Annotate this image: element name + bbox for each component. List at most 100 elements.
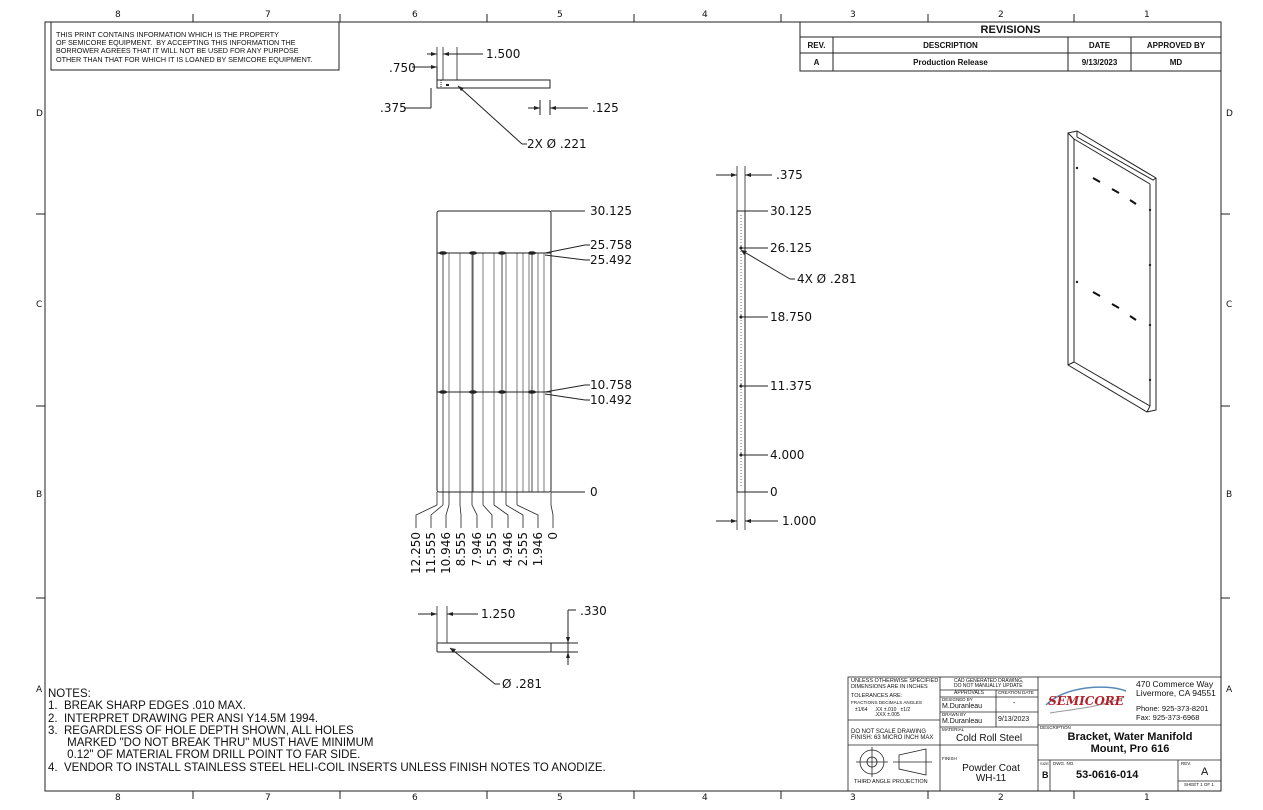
side-hole-callout: 4X Ø .281 (797, 272, 857, 286)
notes-block: NOTES: 1. BREAK SHARP EDGES .010 MAX. 2.… (48, 688, 606, 774)
top-view (404, 47, 588, 145)
zone-row-label: D (1226, 109, 1233, 119)
side-view (716, 166, 795, 530)
iso-hole (1148, 263, 1152, 267)
note-line: 4. VENDOR TO INSTALL STAINLESS STEEL HEL… (48, 761, 606, 774)
zone-column-label: 6 (412, 793, 418, 803)
dim-front-bottom: 1.946 (531, 532, 545, 566)
top-hole-callout: 2X Ø .221 (527, 137, 587, 151)
iso-hole (1075, 166, 1079, 170)
tb-description: Bracket, Water Manifold Mount, Pro 616 (1067, 731, 1193, 755)
third-angle-symbol-icon (856, 747, 932, 777)
rev-row-approved: MD (1169, 57, 1183, 67)
zone-column-label: 8 (115, 793, 121, 803)
tb-scale-note: DO NOT SCALE DRAWING FINISH: 63 MICRO IN… (851, 729, 934, 742)
hole-mark (528, 251, 536, 255)
zone-column-label: 7 (265, 793, 271, 803)
dim-side: 30.125 (770, 204, 812, 218)
dim-leader (459, 504, 462, 528)
dim-front-bottom: 4.946 (501, 532, 515, 566)
arrowheads (431, 52, 751, 658)
zone-row-label: B (1226, 490, 1233, 500)
tb-tol-values: ±1/64 .XX ±.010 ±1/2 .XXX ±.005 (855, 707, 911, 719)
tb-size: B (1042, 770, 1049, 780)
tb-sheet: SHEET 1 OF 1 (1184, 782, 1214, 787)
tb-finish: Powder Coat WH-11 (962, 763, 1020, 784)
iso-hole (1148, 323, 1152, 327)
dim-side-bottom: 1.000 (782, 514, 817, 528)
hole-mark (469, 251, 477, 255)
side-hole-mark (739, 246, 743, 250)
zone-column-label: 8 (115, 10, 121, 20)
dim-front-bottom: 8.555 (454, 532, 468, 566)
tb-cad-note: CAD GENERATED DRAWING, DO NOT MANUALLY U… (954, 678, 1024, 690)
tb-dwg-no: 53-0616-014 (1076, 769, 1139, 781)
tb-creation-date: CREATION DATE (998, 690, 1034, 695)
rev-header-approved: APPROVED BY (1146, 40, 1206, 50)
dim-front-bottom: 2.555 (516, 532, 530, 566)
proprietary-notice: THIS PRINT CONTAINS INFORMATION WHICH IS… (56, 30, 313, 64)
zone-column-label: 5 (557, 793, 563, 803)
tb-designed-date: - (1013, 700, 1016, 707)
iso-slot (1092, 177, 1101, 183)
dim-side: 18.750 (770, 310, 812, 324)
dim-front-bottom: 5.555 (485, 532, 499, 566)
iso-slot (1092, 291, 1101, 297)
tb-projection: THIRD ANGLE PROJECTION (854, 779, 928, 785)
tb-finish-label: FINISH (942, 756, 957, 761)
tb-drawn-by: M.Duranleau (942, 718, 983, 725)
dim-bottom-width: 1.250 (481, 607, 516, 621)
hole-mark (469, 390, 477, 394)
note-line: 2. INTERPRET DRAWING PER ANSI Y14.5M 199… (48, 712, 319, 725)
tb-tol-headers: FRACTIONS DECIMALS ANGLES (851, 700, 922, 705)
dim-side-thickness: .375 (776, 168, 803, 182)
zone-row-label: B (36, 490, 43, 500)
dim-leader (493, 504, 509, 528)
title-block-lines (847, 676, 1222, 792)
dim-side: 4.000 (770, 448, 805, 462)
semicore-logo-swoosh (1045, 686, 1127, 714)
zone-column-label: 4 (702, 10, 708, 20)
hole-mark (439, 251, 447, 255)
zone-column-label: 6 (412, 10, 418, 20)
dim-top-width: 1.500 (486, 47, 521, 61)
dim-front-right: 10.492 (590, 393, 632, 407)
hole-mark (528, 390, 536, 394)
tb-unless: UNLESS OTHERWISE SPECIFIED DIMENSIONS AR… (851, 678, 939, 690)
dim-leader (516, 504, 539, 528)
zone-column-label: 4 (702, 793, 708, 803)
tb-size-label: SIZE (1040, 761, 1049, 766)
zone-column-label: 5 (557, 10, 563, 20)
dim-leader (471, 504, 478, 528)
zone-row-label: C (36, 300, 43, 310)
dim-top-750: .750 (389, 61, 416, 75)
dim-leader (482, 504, 493, 528)
zone-row-label: D (36, 109, 43, 119)
revision-table (799, 21, 1222, 72)
dim-front-right: 0 (590, 485, 598, 499)
rev-row-description: Production Release (913, 57, 988, 67)
iso-slot (1129, 315, 1137, 321)
notice-box (50, 21, 340, 71)
dim-side: 26.125 (770, 241, 812, 255)
hole-mark (439, 390, 447, 394)
tb-drawn-label: DRAWN BY (942, 712, 967, 717)
iso-slot (1111, 303, 1120, 309)
top-hole-mark (446, 84, 449, 86)
dim-front-right: 10.758 (590, 378, 632, 392)
iso-slot (1129, 199, 1137, 205)
tb-material: Cold Roll Steel (956, 733, 1023, 744)
tb-description-label: DESCRIPTION (1040, 725, 1071, 730)
sheet-border (44, 21, 1222, 792)
tb-rev-label: REV. (1181, 761, 1192, 766)
revisions-title: REVISIONS (980, 23, 1041, 36)
dim-side: 11.375 (770, 379, 812, 393)
rev-header-rev: REV. (807, 40, 826, 50)
dim-front-right: 25.758 (590, 238, 632, 252)
tb-phone: Phone: 925-373-8201 Fax: 925-373-6968 (1136, 704, 1209, 722)
iso-hole (1075, 280, 1079, 284)
dim-leader (430, 504, 444, 528)
rev-row-date: 9/13/2023 (1081, 57, 1118, 67)
tb-address: 470 Commerce Way Livermore, CA 94551 (1136, 679, 1216, 698)
zone-column-label: 1 (1144, 10, 1150, 20)
